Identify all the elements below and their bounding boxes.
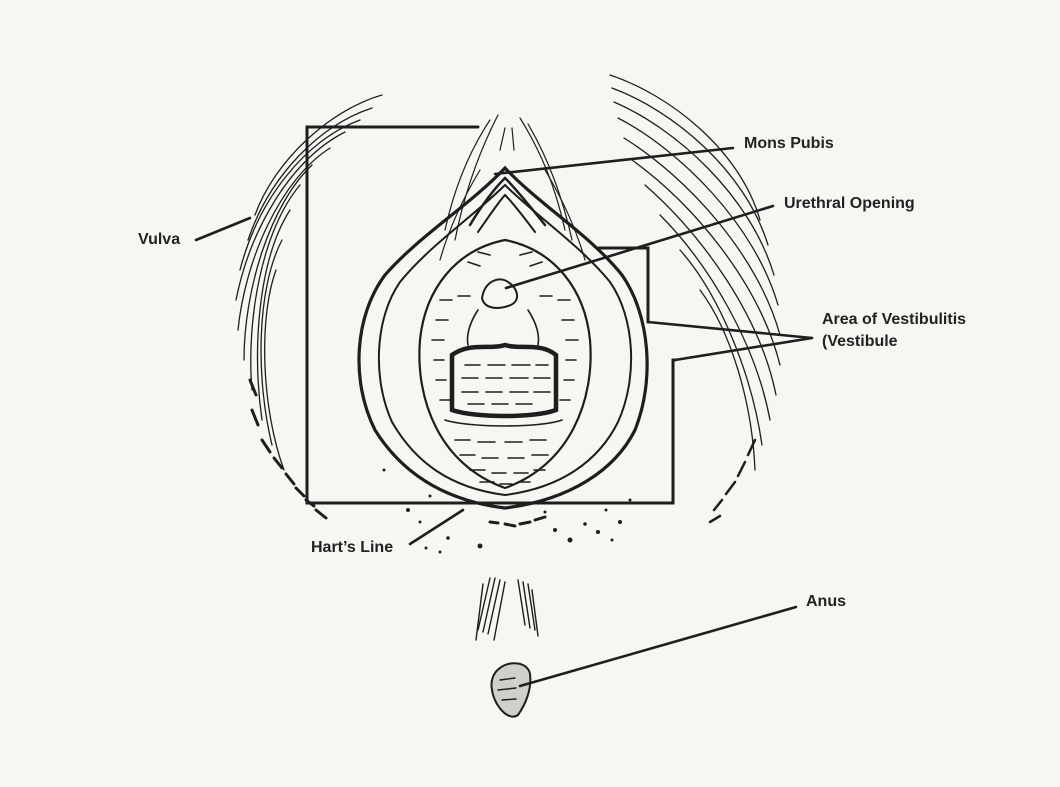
labia-majora-outline bbox=[359, 168, 647, 508]
vaginal-opening bbox=[452, 345, 556, 416]
perineum-hatching bbox=[476, 578, 538, 640]
label-harts-line: Hart’s Line bbox=[311, 538, 393, 558]
leader-vestibule-lower bbox=[675, 338, 812, 360]
vaginal-opening-hatching bbox=[462, 365, 550, 404]
left-outer-hatching bbox=[236, 95, 382, 470]
label-mons-pubis: Mons Pubis bbox=[744, 134, 834, 154]
label-vestibulitis-line2: (Vestibule bbox=[822, 332, 898, 352]
leader-urethral-opening bbox=[506, 206, 773, 288]
label-vestibulitis-line1: Area of Vestibulitis bbox=[822, 310, 966, 330]
labia-majora-inner bbox=[379, 185, 631, 495]
left-edge-dashes bbox=[250, 380, 326, 518]
hymen-rim bbox=[445, 420, 562, 426]
clitoral-hood bbox=[470, 178, 545, 225]
label-urethral-opening: Urethral Opening bbox=[784, 194, 915, 214]
label-vulva: Vulva bbox=[138, 230, 180, 250]
leader-mons-pubis bbox=[495, 148, 733, 174]
leader-harts-line bbox=[410, 510, 463, 544]
urethral-fold-left bbox=[467, 310, 478, 345]
perineum-dashes bbox=[490, 517, 545, 526]
perineum-stipple bbox=[383, 469, 632, 554]
leader-vulva bbox=[196, 218, 250, 240]
leader-vestibule-upper bbox=[648, 322, 812, 338]
urethral-fold-right bbox=[528, 310, 539, 345]
leader-anus bbox=[520, 607, 796, 686]
labia-minora bbox=[419, 240, 590, 488]
label-anus: Anus bbox=[806, 592, 846, 612]
urethral-opening-shape bbox=[482, 279, 517, 308]
right-edge-dashes bbox=[710, 440, 755, 522]
